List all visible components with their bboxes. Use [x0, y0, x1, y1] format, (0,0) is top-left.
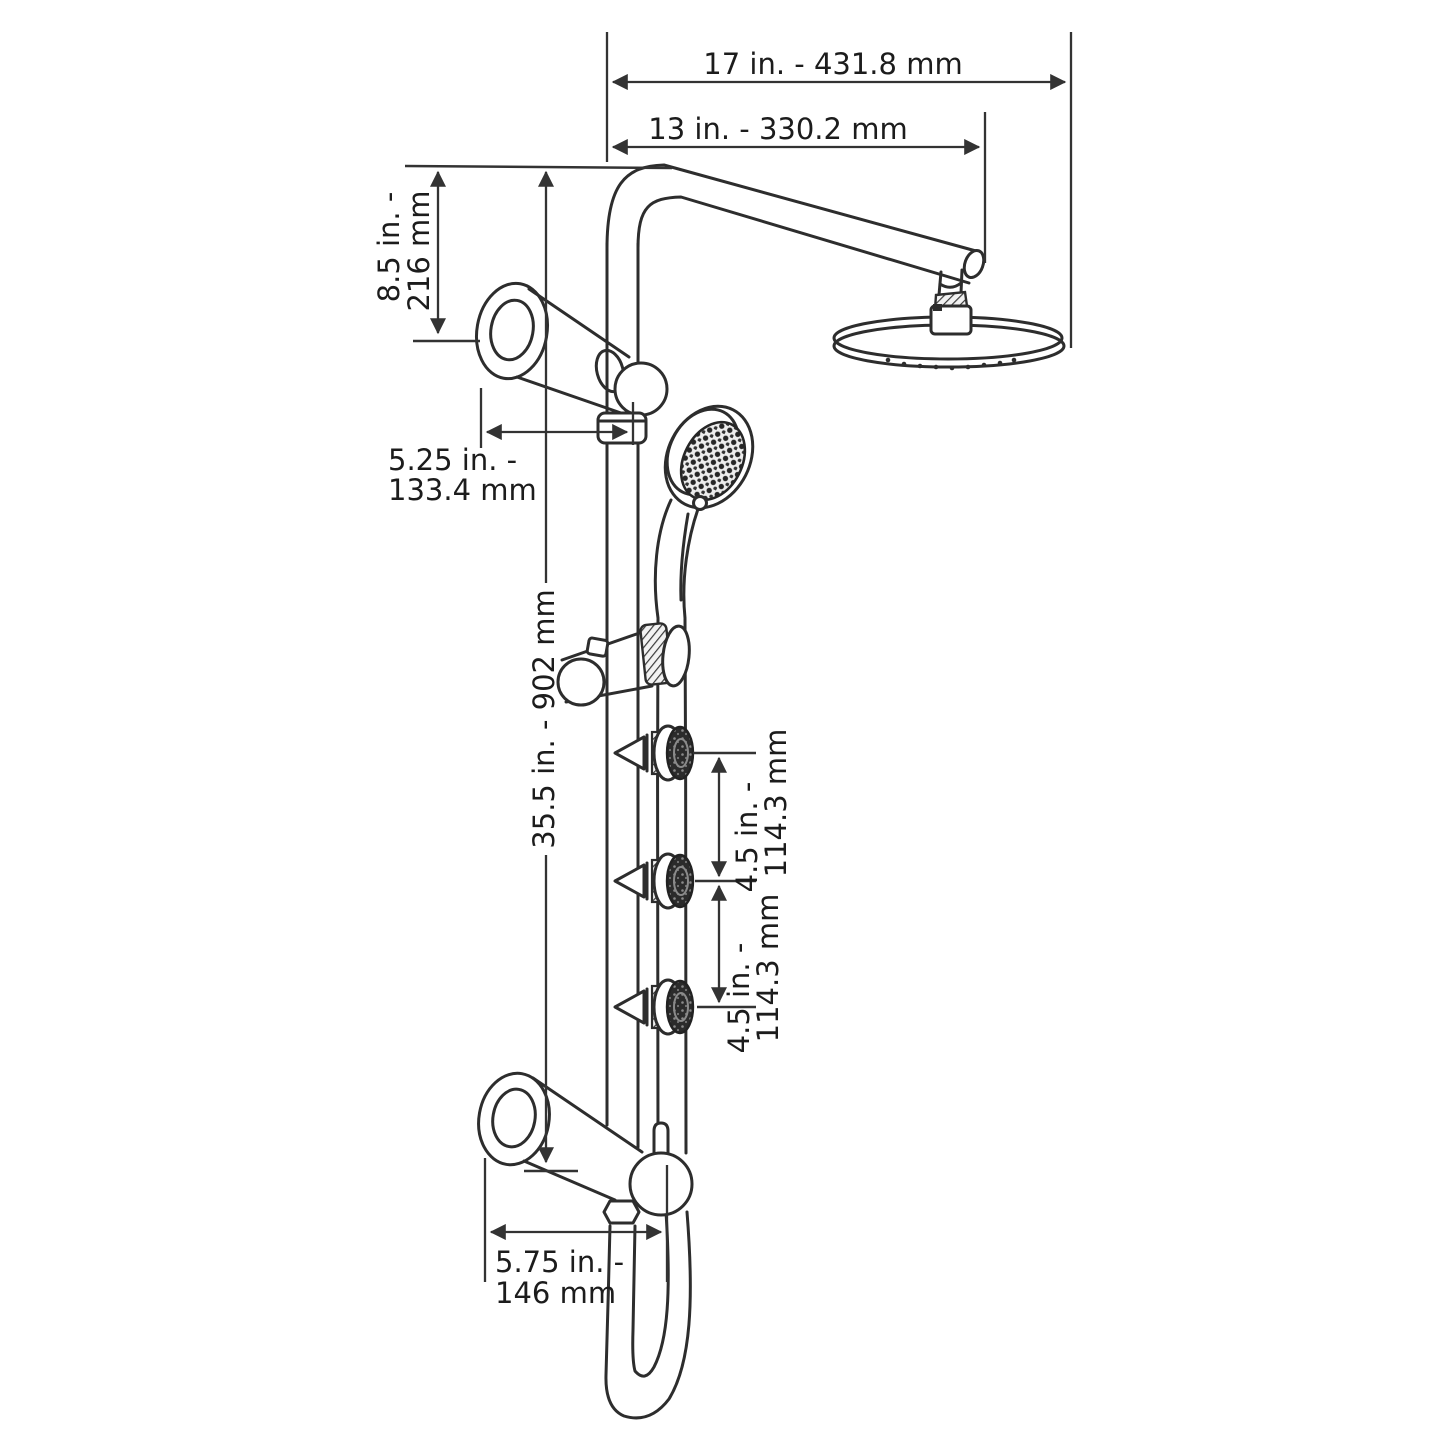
top-reference-line	[404, 164, 673, 170]
hand-shower	[653, 404, 755, 620]
upper-bracket-cap	[613, 361, 669, 417]
shower-arm	[605, 163, 986, 285]
rain-head-nozzles	[885, 357, 1017, 371]
dim-8-5-label-line2: 216 mm	[402, 190, 436, 311]
rail-collar	[596, 411, 648, 445]
dim-5-75-label-line1: 5.75 in. -	[495, 1245, 624, 1279]
slider-ring	[661, 624, 691, 688]
body-jet-top	[613, 724, 695, 782]
slider-end-cap	[556, 657, 606, 707]
dim-5-25-label-line2: 133.4 mm	[388, 473, 537, 507]
upper-wall-bracket	[475, 281, 669, 417]
body-jet-bottom	[613, 978, 695, 1036]
diverter-pin	[652, 1121, 670, 1158]
hand-shower-handle	[653, 498, 673, 620]
rain-head-ball-joint	[933, 268, 969, 311]
dim-13-label: 13 in. - 330.2 mm	[648, 112, 907, 146]
diverter-valve	[477, 1071, 694, 1225]
dim-4-5-bottom-label-line2: 114.3 mm	[751, 894, 785, 1043]
dim-arm-width-total: 17 in. - 431.8 mm	[605, 32, 1073, 348]
dim-bracket-offset: 5.25 in. - 133.4 mm	[388, 388, 635, 507]
dim-valve-offset: 5.75 in. - 146 mm	[483, 1158, 669, 1310]
rain-head-mount	[929, 304, 973, 336]
dim-8-5-label-line1: 8.5 in. -	[372, 192, 406, 303]
dim-5-25-label-line1: 5.25 in. -	[388, 443, 517, 477]
lower-flange	[477, 1071, 551, 1167]
valve-knob	[628, 1151, 694, 1217]
dim-arm-rise: 8.5 in. - 216 mm	[372, 170, 480, 343]
dim-rail-length: 35.5 in. - 902 mm	[524, 170, 578, 1173]
dim-4-5-top-label-line2: 114.3 mm	[759, 729, 793, 878]
dim-4-5-bottom-label-line1: 4.5 in. -	[722, 943, 756, 1054]
hand-shower-nub	[692, 495, 708, 511]
dim-17-label: 17 in. - 431.8 mm	[703, 47, 962, 81]
dim-arm-width-inner: 13 in. - 330.2 mm	[611, 112, 987, 263]
dim-4-5-top-label-line1: 4.5 in. -	[730, 782, 764, 893]
dim-jet-spacing: 4.5 in. - 114.3 mm 4.5 in. - 114.3 mm	[693, 729, 793, 1054]
slider-bracket	[556, 622, 691, 707]
hose-nut	[602, 1199, 641, 1225]
dim-35-5-label: 35.5 in. - 902 mm	[527, 589, 561, 848]
dim-5-75-label-line2: 146 mm	[495, 1276, 616, 1310]
body-jet-middle	[613, 852, 695, 910]
slider-knob	[585, 636, 610, 658]
rain-shower-head	[832, 268, 1066, 371]
upper-flange	[475, 281, 549, 381]
